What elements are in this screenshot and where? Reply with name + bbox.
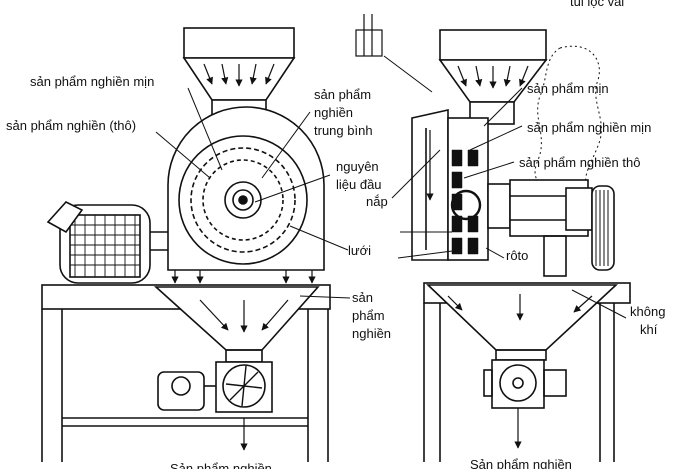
label-product-1: sản	[352, 290, 373, 305]
label-raw-2: liệu đầu	[336, 177, 382, 192]
label-product-3: nghiền	[352, 326, 391, 341]
label-air-2: khí	[640, 322, 658, 337]
label-air-1: không	[630, 304, 665, 319]
label-product-2: phẩm	[352, 308, 385, 323]
label-screen: lưới	[348, 243, 371, 258]
label-coarse-left: sản phẩm nghiền (thô)	[6, 118, 136, 133]
right-collector-cone	[426, 284, 619, 361]
left-motor	[46, 201, 172, 284]
label-fine-right-2: sản phẩm nghiền mịn	[527, 120, 651, 135]
label-bottom-right: Sản phẩm nghiền	[470, 457, 572, 469]
label-rotor: rôto	[506, 248, 528, 263]
left-mill-housing	[167, 106, 325, 271]
label-medium-1: sản phẩm	[314, 87, 371, 102]
label-lid: nắp	[366, 194, 388, 209]
right-rotary-valve	[483, 359, 567, 409]
left-collector-cone	[153, 286, 320, 363]
label-medium-2: nghiền	[314, 105, 353, 120]
right-leader-lines	[383, 55, 627, 319]
left-leader-lines	[155, 87, 351, 299]
label-fine-right: sản phẩm mịn	[527, 81, 609, 96]
label-medium-3: trung bình	[314, 123, 373, 138]
feed-pipe-icon	[355, 14, 383, 57]
label-bottom-left-cut: Sản phẩm nghiền	[170, 461, 272, 469]
label-fine-left: sản phẩm nghiền mịn	[30, 74, 154, 89]
left-valve-motor	[157, 371, 216, 411]
label-coarse-right: sản phẩm nghiền thô	[519, 155, 640, 170]
label-top-right-cut: tui lọc vải	[570, 0, 624, 9]
labels: sản phẩm nghiền mịn sản phẩm nghiền (thô…	[6, 0, 665, 469]
left-rotary-valve	[215, 361, 273, 413]
left-flow-arrows	[171, 63, 316, 451]
left-machine	[41, 27, 351, 462]
label-raw-1: nguyên	[336, 159, 379, 174]
right-machine	[355, 14, 631, 462]
belt-pulley	[591, 185, 615, 271]
right-flow-arrows	[426, 65, 593, 449]
filter-bag	[534, 45, 602, 191]
